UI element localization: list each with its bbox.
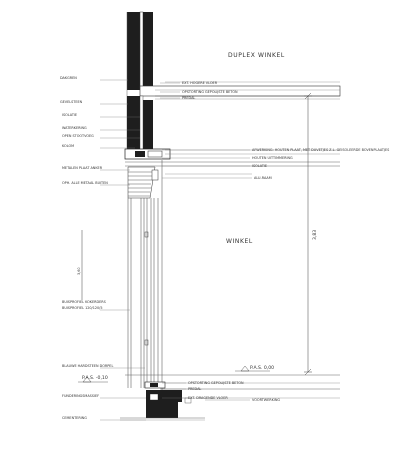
label-isolatie-right: ISOLATIE (252, 164, 267, 168)
label-predal-upper: PREDAL (182, 96, 195, 100)
height-dimension-line (304, 92, 312, 376)
label-ext-hogere-vloer: EXT. HOGERE VLOER (182, 81, 218, 85)
level-marker-upper (235, 365, 270, 372)
label-open-stootvoeg: OPEN STOOTVOEG (62, 134, 94, 138)
label-afwerking: AFWERKING: HOUTEN PLAAT, MET DUVETJES Z.… (252, 148, 389, 152)
label-kolom: KOLOM (62, 144, 74, 148)
right-annotations: EXT. HOGERE VLOER OPSTORTING GEPOLIJSTE … (182, 81, 389, 402)
main-height-dimension: 3,83 (312, 230, 318, 240)
level-marker-lower (78, 376, 108, 383)
window-frame (127, 160, 163, 390)
label-waterkering: WATERKERING (62, 126, 87, 130)
label-houten-uittimmering: HOUTEN UITTIMMERING (252, 156, 293, 160)
label-gevelsteen: GEVELSTEEN (60, 100, 83, 104)
right-leaders (160, 82, 252, 401)
label-alu-raam: ALU-RAAM (254, 176, 272, 180)
label-buisprofiel-size: BUISPROFIEL 120/120/5 (62, 306, 102, 310)
label-oph-metaal: OPH. ALLE METAAL BUITEN (62, 181, 108, 185)
label-dakgren: DAKGREN (60, 76, 77, 80)
ref-height-dimension: 3,60 (77, 267, 81, 275)
label-opstorting-lower: OPSTORTING GEPOLIJSTE BETON (188, 381, 244, 385)
label-hardsteen-dorpel: BLAUWE HARDSTEEN DORPEL (62, 364, 113, 368)
label-isolatie: ISOLATIE (62, 113, 77, 117)
lower-floor-slab (120, 374, 340, 421)
label-funderingsmassief: FUNDERINGSMASSIEF (62, 394, 99, 398)
label-predal-lower: PREDAL (188, 387, 201, 391)
level-upper-label: P.A.S. 0,00 (250, 365, 274, 371)
left-annotations: DAKGREN GEVELSTEEN ISOLATIE WATERKERING … (60, 76, 113, 420)
upper-floor-slab (139, 85, 341, 100)
drawing-title: DUPLEX WINKEL (228, 52, 285, 59)
label-buisprofiel-kokerders: BUISPROFIEL KOKERDERS (62, 300, 106, 304)
room-label: WINKEL (226, 238, 253, 245)
label-voortwerking: VOORTWERKING (252, 398, 280, 402)
label-ext-dragende-vloer: EXT. DRAGENDE VLOER (188, 396, 228, 400)
label-cementering: CEMENTERING (62, 416, 87, 420)
lower-masonry-wall (127, 95, 153, 152)
level-lower-label: P.A.S. -0,10 (82, 375, 108, 381)
left-leaders (100, 79, 146, 421)
label-metalen-plaat: METALEN PLAAT ANKER (62, 166, 103, 170)
label-opstorting-upper: OPSTORTING GEPOLIJSTE BETON (182, 90, 238, 94)
